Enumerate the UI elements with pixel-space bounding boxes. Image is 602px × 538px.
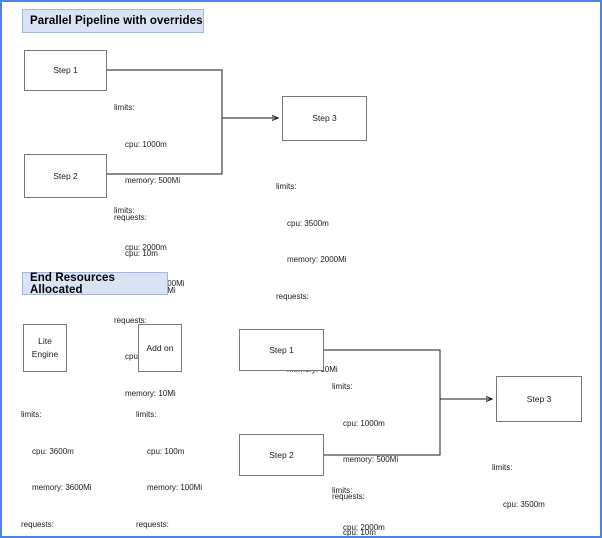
requests-header: requests: xyxy=(114,315,147,325)
limits-header: limits: xyxy=(492,463,513,473)
limits-memory: memory: 100Mi xyxy=(147,483,203,493)
limits-cpu: cpu: 1000m xyxy=(343,418,385,428)
requests-header: requests: xyxy=(114,212,147,222)
resources-add-on: limits: cpu: 100m memory: 100Mi requests… xyxy=(136,385,203,536)
limits-header: limits: xyxy=(21,410,42,420)
limits-memory: memory: 500Mi xyxy=(343,455,399,465)
node-top-step-1-label: Step 1 xyxy=(53,65,78,76)
limits-memory: memory: 2000Mi xyxy=(287,255,347,265)
node-top-step-1[interactable]: Step 1 xyxy=(24,50,107,91)
node-add-on-label: Add on xyxy=(146,342,174,353)
node-bottom-step-2[interactable]: Step 2 xyxy=(239,434,324,476)
limits-cpu: cpu: 3500m xyxy=(287,218,329,228)
node-lite-engine-label-line2: Engine xyxy=(31,349,59,359)
node-bottom-step-1-label: Step 1 xyxy=(269,344,294,355)
limits-header: limits: xyxy=(114,103,135,113)
node-lite-engine[interactable]: Lite Engine xyxy=(23,324,67,372)
limits-cpu: cpu: 3600m xyxy=(32,446,74,456)
limits-cpu: cpu: 2000m xyxy=(343,522,385,532)
resources-lite-engine: limits: cpu: 3600m memory: 3600Mi reques… xyxy=(21,385,92,536)
limits-header: limits: xyxy=(136,410,157,420)
limits-memory: memory: 500Mi xyxy=(125,176,181,186)
requests-header: requests: xyxy=(332,491,365,501)
node-top-step-2-label: Step 2 xyxy=(53,170,78,181)
resources-bottom-step-1: limits: cpu: 1000m memory: 500Mi request… xyxy=(332,357,399,538)
requests-header: requests: xyxy=(21,519,54,529)
node-bottom-step-1[interactable]: Step 1 xyxy=(239,329,324,371)
limits-cpu: cpu: 2000m xyxy=(125,242,167,252)
limits-header: limits: xyxy=(114,206,135,216)
node-top-step-2[interactable]: Step 2 xyxy=(24,154,107,198)
node-top-step-3[interactable]: Step 3 xyxy=(282,96,367,141)
limits-memory: memory: 3600Mi xyxy=(32,483,92,493)
node-lite-engine-label-line1: Lite xyxy=(38,336,52,347)
requests-cpu: cpu: 10m xyxy=(125,249,158,259)
resources-bottom-step-2: limits: cpu: 2000m memory: 3000Mi reques… xyxy=(332,461,403,536)
limits-header: limits: xyxy=(332,486,353,496)
node-bottom-step-3[interactable]: Step 3 xyxy=(496,376,582,422)
node-bottom-step-2-label: Step 2 xyxy=(269,449,294,460)
resources-bottom-step-3: limits: cpu: 3500m memory: 2000Mi reques… xyxy=(492,438,563,536)
limits-cpu: cpu: 100m xyxy=(147,446,185,456)
node-bottom-step-3-label: Step 3 xyxy=(526,393,552,404)
node-top-step-3-label: Step 3 xyxy=(312,113,337,124)
limits-cpu: cpu: 1000m xyxy=(125,139,167,149)
limits-header: limits: xyxy=(332,382,353,392)
requests-memory: memory: 10Mi xyxy=(125,388,176,398)
limits-cpu: cpu: 3500m xyxy=(503,499,545,509)
section-title-end-resources-allocated: End Resources Allocated xyxy=(22,272,168,296)
requests-header: requests: xyxy=(276,291,309,301)
node-add-on[interactable]: Add on xyxy=(138,324,182,372)
requests-header: requests: xyxy=(136,519,169,529)
section-title-parallel-pipeline: Parallel Pipeline with overrides xyxy=(22,9,204,33)
requests-cpu: cpu: 10m xyxy=(343,528,376,538)
limits-header: limits: xyxy=(276,182,297,192)
